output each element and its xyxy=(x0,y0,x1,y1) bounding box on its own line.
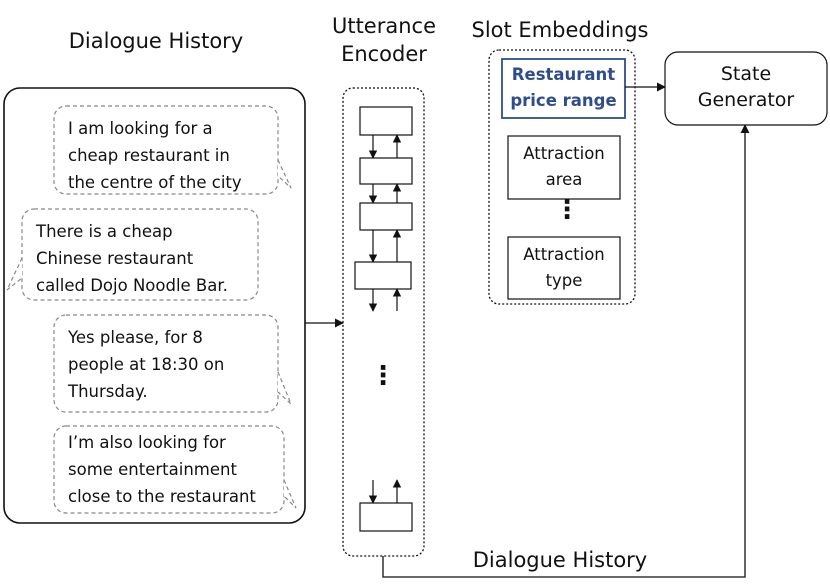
slot-1-label: Restaurant price range xyxy=(502,62,625,114)
dialogue-turn-2-line-2: Chinese restaurant xyxy=(36,249,194,268)
dialogue-turn-4-line-2: some entertainment xyxy=(68,460,237,479)
dialogue-turn-3-line-3: Thursday. xyxy=(68,382,148,401)
slot-3-line-2: type xyxy=(545,271,583,290)
state-generator-line-1: State xyxy=(720,63,772,85)
encoder-cell-last xyxy=(359,502,413,532)
slot-2-label: Attraction area xyxy=(508,141,620,193)
encoder-cell-1 xyxy=(359,106,413,136)
slot-ellipsis: ⋮ xyxy=(554,195,580,225)
dialogue-turn-1-line-3: the centre of the city xyxy=(68,173,242,192)
slot-embeddings-title: Slot Embeddings xyxy=(471,18,649,42)
state-generator-label: State Generator xyxy=(665,61,827,113)
dialogue-bubble-4 xyxy=(53,425,297,514)
utterance-encoder-title-line1: Utterance xyxy=(331,14,437,38)
slot-1-line-2: price range xyxy=(510,91,617,110)
dialogue-turn-1-line-2: cheap restaurant in xyxy=(68,146,230,165)
encoder-ellipsis: ⋮ xyxy=(370,361,396,391)
dialogue-history-title: Dialogue History xyxy=(68,29,244,53)
encoder-to-generator-arrow xyxy=(382,124,750,578)
slot-2-line-1: Attraction xyxy=(523,144,605,163)
dialogue-turn-2: There is a cheap Chinese restaurant call… xyxy=(36,218,228,299)
dialogue-turn-3-line-1: Yes please, for 8 xyxy=(68,328,203,347)
dialogue-turn-3-line-2: people at 18:30 on xyxy=(68,355,225,374)
slot-box-2 xyxy=(507,135,621,200)
dialogue-turn-2-line-3: called Dojo Noodle Bar. xyxy=(36,276,228,295)
bottom-dialogue-history-label: Dialogue History xyxy=(455,547,665,573)
dialogue-turn-3: Yes please, for 8 people at 18:30 on Thu… xyxy=(68,324,224,405)
dialogue-turn-1: I am looking for a cheap restaurant in t… xyxy=(68,115,242,196)
dialogue-bubble-3 xyxy=(53,314,292,413)
slot-3-line-1: Attraction xyxy=(523,245,605,264)
encoder-cell-2 xyxy=(359,157,413,185)
dialogue-bubble-1 xyxy=(53,105,292,195)
dialogue-turn-4-line-1: I’m also looking for xyxy=(68,433,226,452)
dialogue-history-container xyxy=(3,87,306,524)
slot-box-1 xyxy=(501,58,626,119)
slot-box-3 xyxy=(507,236,621,300)
slot-3-label: Attraction type xyxy=(508,242,620,294)
state-generator-line-2: Generator xyxy=(697,89,795,111)
slot-embeddings-container xyxy=(488,49,636,305)
utterance-encoder-title-line2: Encoder xyxy=(341,42,427,66)
slot-1-line-1: Restaurant xyxy=(511,65,616,84)
utterance-encoder-container xyxy=(342,87,425,557)
slot-2-line-2: area xyxy=(545,170,583,189)
encoder-cell-4 xyxy=(354,261,412,290)
encoder-cell-3 xyxy=(359,202,413,231)
dialogue-turn-4: I’m also looking for some entertainment … xyxy=(68,429,256,510)
dialogue-turn-2-line-1: There is a cheap xyxy=(36,222,173,241)
dialogue-turn-1-line-1: I am looking for a xyxy=(68,119,213,138)
dialogue-turn-4-line-3: close to the restaurant xyxy=(68,487,256,506)
dialogue-bubble-2 xyxy=(6,208,259,301)
